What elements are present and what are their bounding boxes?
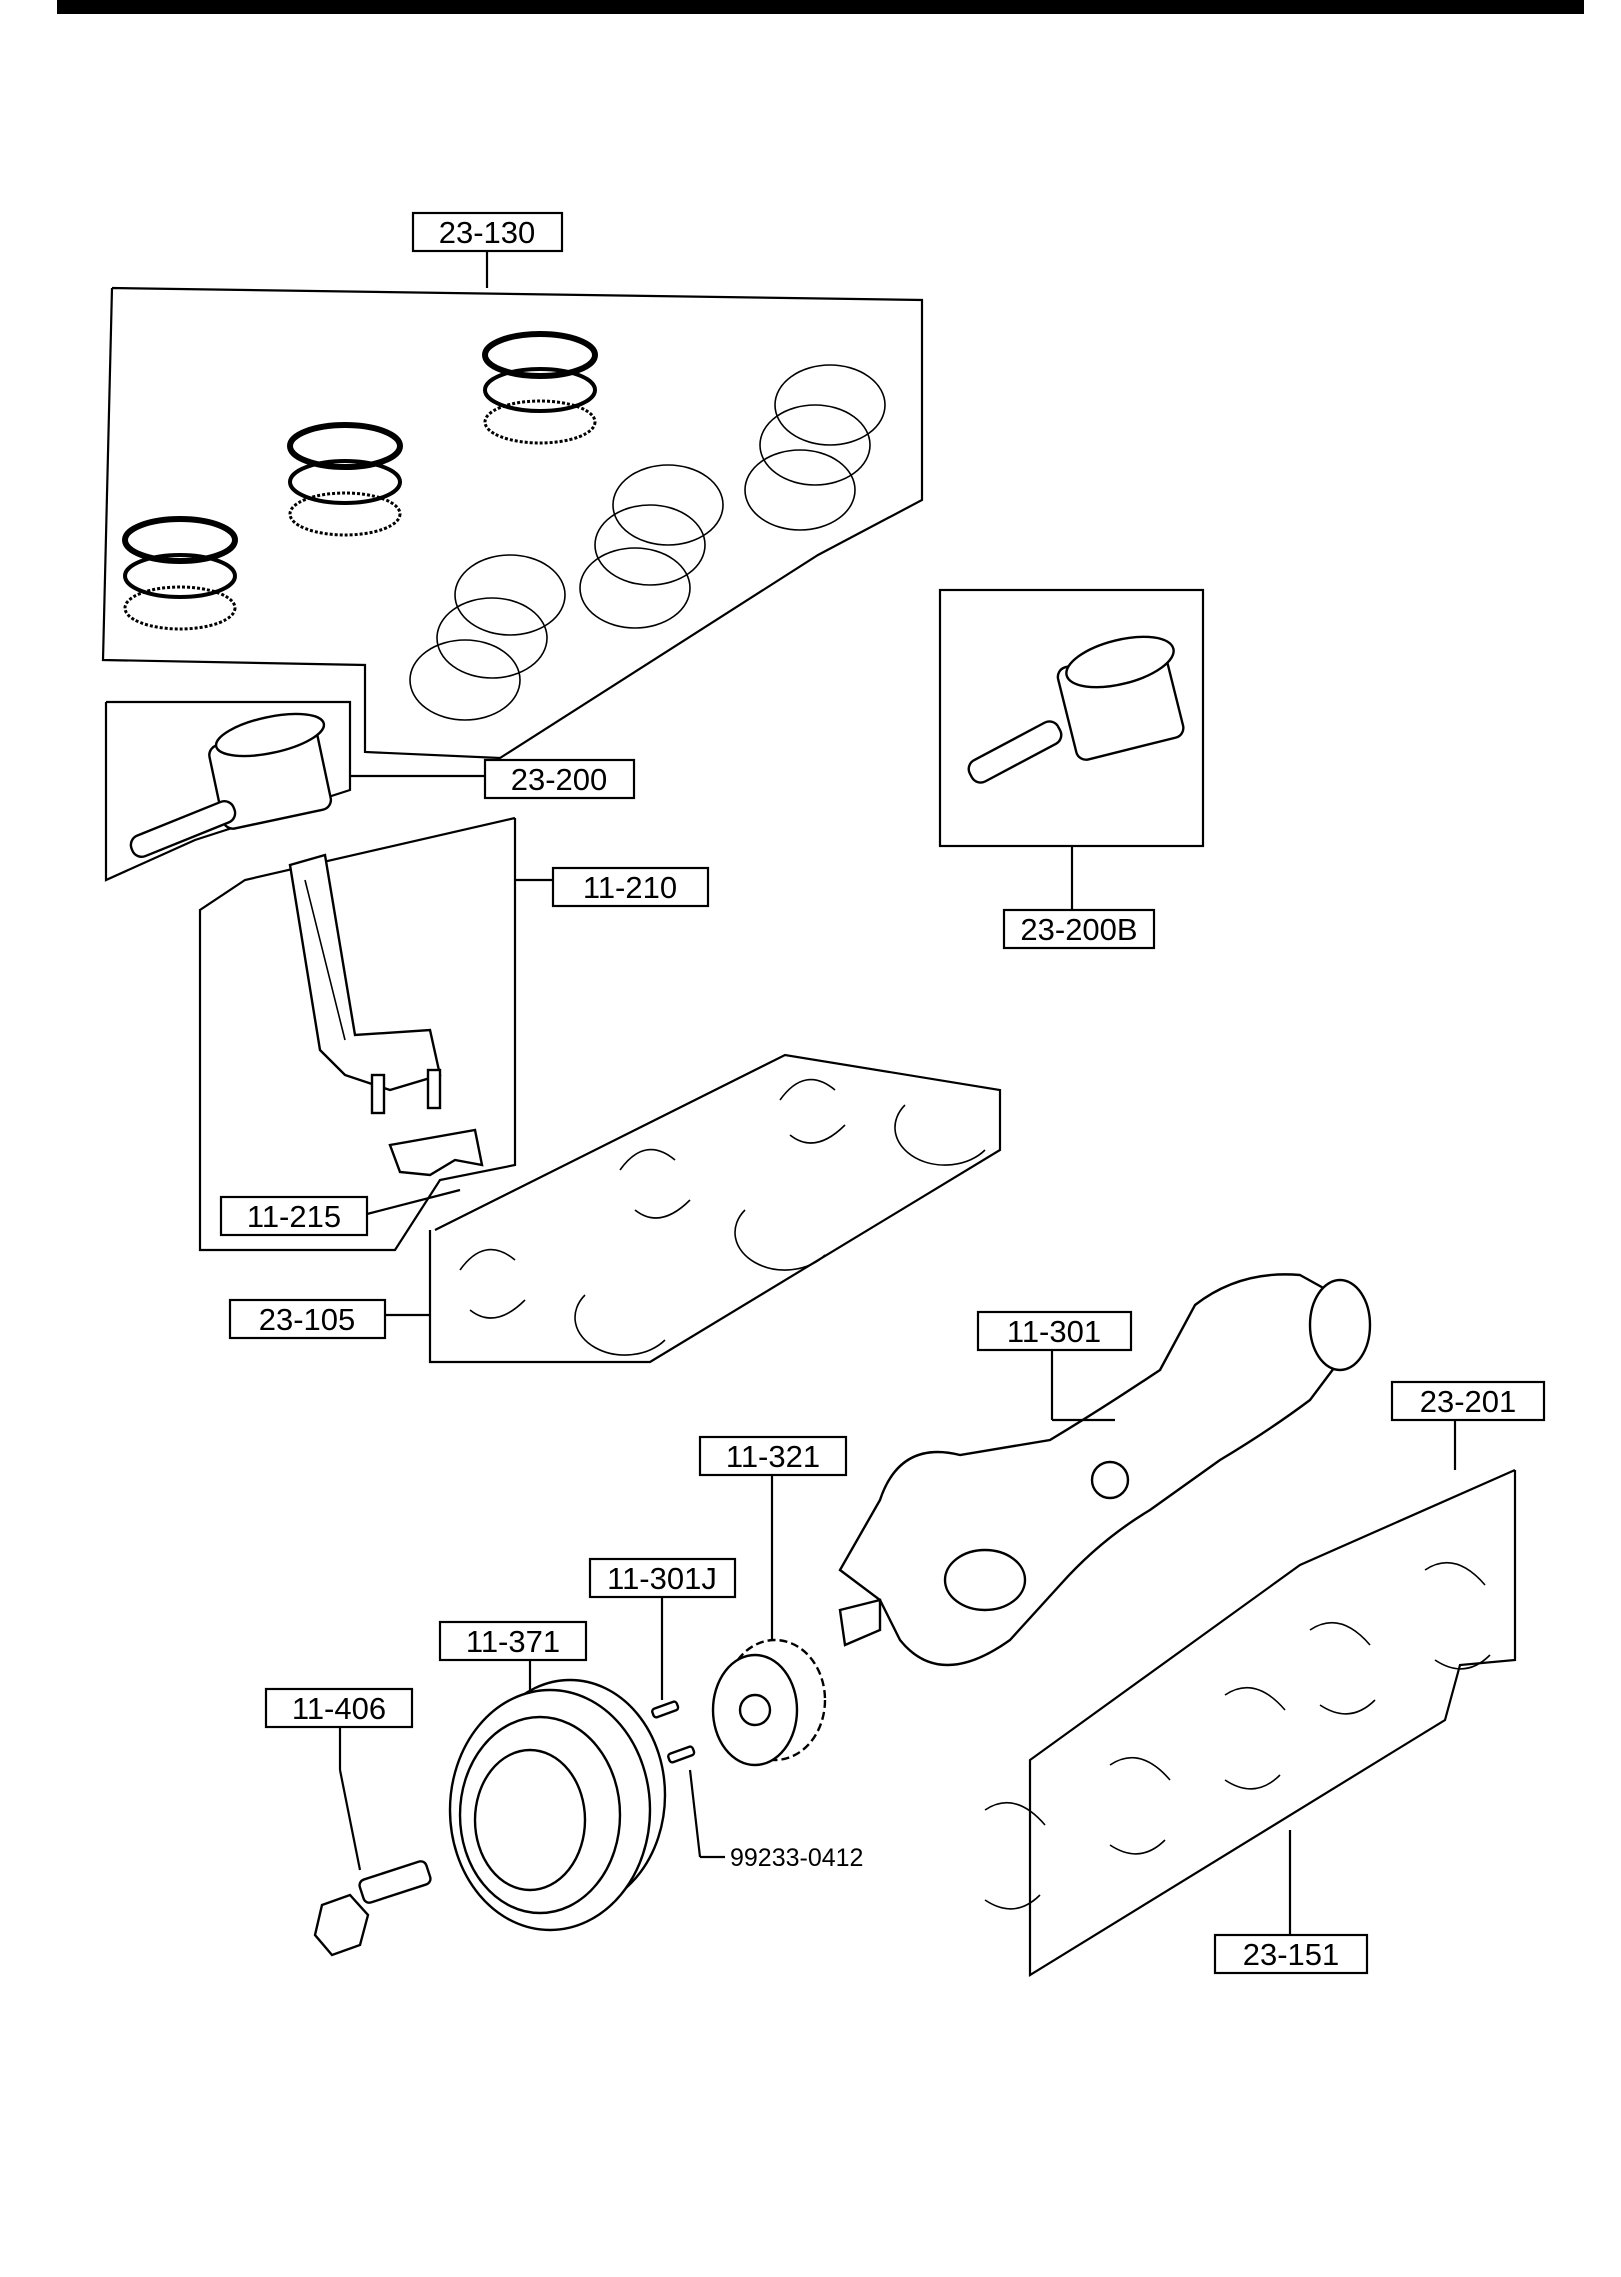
label-23-130: 23-130 [411,211,564,288]
label-11-371: 11-371 [438,1620,588,1662]
svg-text:11-406: 11-406 [292,1691,386,1726]
label-11-215: 11-215 [219,1195,369,1237]
svg-text:11-210: 11-210 [583,870,677,905]
main-bearing-group [984,1420,1517,1977]
svg-text:23-200B: 23-200B [1020,912,1137,947]
svg-text:11-301: 11-301 [1007,1314,1101,1349]
piston-ring-set-group [101,286,924,760]
label-11-301j: 11-301J [588,1557,737,1599]
label-11-210: 11-210 [551,866,710,908]
label-23-200b: 23-200B [1002,908,1156,950]
label-11-301: 11-301 [976,1310,1133,1352]
svg-text:23-105: 23-105 [259,1302,356,1337]
svg-text:99233-0412: 99233-0412 [730,1844,863,1872]
label-23-200: 23-200 [483,758,636,800]
svg-text:23-201: 23-201 [1420,1384,1517,1419]
label-23-201: 23-201 [1390,1380,1546,1422]
piston-b-group [938,588,1205,910]
svg-text:11-371: 11-371 [466,1624,560,1659]
rod-bearing-group [385,1053,1002,1364]
label-23-105: 23-105 [228,1298,387,1340]
label-11-406: 11-406 [264,1687,414,1729]
connecting-rod-group [198,816,553,1252]
key-group [651,1597,725,1859]
svg-text:23-130: 23-130 [439,215,536,250]
svg-text:11-215: 11-215 [247,1199,341,1234]
crank-pulley-group [448,1660,667,1932]
timing-sprocket-group [711,1475,827,1767]
label-99233-0412: 99233-0412 [730,1844,863,1872]
svg-text:11-301J: 11-301J [607,1561,717,1596]
top-border-bar [57,0,1584,14]
label-11-321: 11-321 [698,1435,848,1477]
pulley-bolt-group [313,1727,432,1957]
svg-text:23-200: 23-200 [511,762,608,797]
svg-text:11-321: 11-321 [726,1439,820,1474]
piston-assembly-group [104,700,485,882]
svg-text:23-151: 23-151 [1243,1937,1340,1972]
crankshaft-group [838,1273,1372,1667]
label-23-151: 23-151 [1213,1933,1369,1975]
